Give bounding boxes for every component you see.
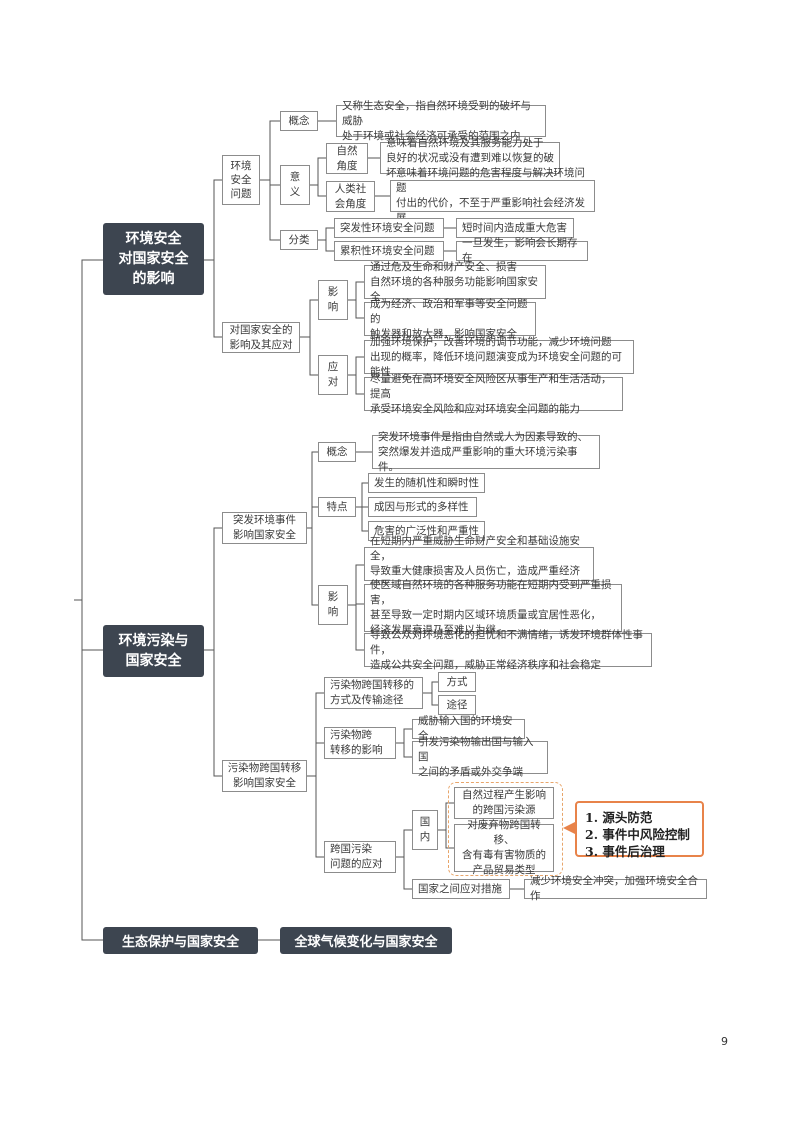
features-node: 特点 (318, 497, 356, 517)
feature-item-2: 成因与形式的多样性 (368, 497, 477, 517)
cumulative-type-text: 一旦发生，影响会长期存在 (456, 237, 588, 264)
feature-item-1: 发生的随机性和瞬时性 (368, 473, 485, 493)
influence-node: 影 响 (318, 280, 348, 320)
effect-item-2: 引发污染物输出国与输入国 之间的矛盾或外交争端 (412, 736, 548, 778)
cumulative-type-node: 累积性环境安全问题 (334, 241, 444, 261)
concept-text: 又称生态安全，指自然环境受到的破坏与威胁 处于环境或社会经济可承受的范围之内 (336, 100, 546, 142)
social-angle-text: 意味着环境问题的危害程度与解决环境问题 付出的代价，不至于严重影响社会经济发展 (390, 167, 595, 224)
sudden-event-node: 突发环境事件 影响国家安全 (222, 512, 307, 544)
sudden-concept-node: 概念 (318, 442, 356, 462)
callout-pointer (563, 822, 575, 834)
domestic-node: 国 内 (412, 810, 438, 850)
topic-climate: 全球气候变化与国家安全 (280, 927, 452, 954)
page-number: 9 (721, 1035, 728, 1048)
transfer-node: 污染物跨国转移 影响国家安全 (222, 760, 307, 792)
topic-env-safety: 环境安全 对国家安全 的影响 (103, 223, 204, 295)
mode-item-method: 方式 (438, 672, 476, 692)
transfer-effect-node: 污染物跨 转移的影响 (324, 727, 396, 759)
effect-item-1: 威胁输入国的环境安全 (412, 715, 525, 742)
sudden-concept-text: 突发环境事件是指由自然或人为因素导致的、 突然爆发并造成严重影响的重大环境污染事… (372, 431, 600, 473)
sudden-impact-item-1: 在短期内严重威胁生命财产安全和基础设施安全， 导致重大健康损害及人员伤亡，造成严… (364, 535, 594, 592)
response-item-1: 加强环境保护，改善环境的调节功能，减少环境问题 出现的概率，降低环境问题演变成为… (364, 336, 634, 378)
concept-node: 概念 (280, 111, 318, 131)
sudden-impact-node: 影 响 (318, 585, 348, 625)
callout-item-2: 2. 事件中风险控制 (585, 827, 690, 842)
domestic-item-2: 对废弃物跨国转移、 含有毒有害物质的 产品贸易类型 (454, 819, 554, 876)
topic-eco: 生态保护与国家安全 (103, 927, 258, 954)
influence-item-2: 成为经济、政治和军事等安全问题的 触发器和放大器，影响国家安全 (364, 298, 536, 340)
transfer-mode-node: 污染物跨国转移的 方式及传输途径 (324, 677, 423, 709)
callout-item-1: 1. 源头防范 (585, 810, 653, 825)
response-node: 应 对 (318, 355, 348, 395)
national-impact-node: 对国家安全的 影响及其应对 (222, 322, 300, 353)
callout-item-3: 3. 事件后治理 (585, 844, 665, 859)
transfer-response-node: 跨国污染 问题的应对 (324, 841, 396, 873)
domestic-item-1: 自然过程产生影响 的跨国污染源 (454, 787, 554, 819)
sudden-type-node: 突发性环境安全问题 (334, 218, 444, 238)
international-node: 国家之间应对措施 (412, 879, 510, 899)
social-angle-node: 人类社 会角度 (326, 181, 375, 212)
types-node: 分类 (280, 230, 318, 250)
response-item-2: 尽量避免在高环境安全风险区从事生产和生活活动，提高 承受环境安全风险和应对环境安… (364, 373, 623, 415)
feature-item-3: 危害的广泛性和严重性 (368, 521, 485, 541)
sudden-type-text: 短时间内造成重大危害 (456, 218, 574, 238)
env-issue-node: 环境 安全 问题 (222, 155, 260, 205)
mode-item-path: 途径 (438, 695, 476, 715)
domestic-group-frame (448, 782, 563, 876)
natural-angle-node: 自然 角度 (326, 143, 368, 174)
influence-item-1: 通过危及生命和财产安全、损害 自然环境的各种服务功能影响国家安全 (364, 261, 546, 303)
international-text: 减少环境安全冲突，加强环境安全合作 (524, 875, 707, 902)
sudden-impact-item-3: 导致公众对环境恶化的担忧和不满情绪，诱发环境群体性事件， 造成公共安全问题，威胁… (364, 629, 652, 671)
meaning-node: 意 义 (280, 165, 310, 205)
sudden-impact-item-2: 使区域自然环境的各种服务功能在短期内受到严重损害， 甚至导致一定时期内区域环境质… (364, 579, 622, 636)
measures-callout: 1. 源头防范 2. 事件中风险控制 3. 事件后治理 (575, 801, 704, 859)
topic-pollution: 环境污染与 国家安全 (103, 625, 204, 677)
natural-angle-text: 意味着自然环境及其服务能力处于 良好的状况或没有遭到难以恢复的破坏 (380, 137, 560, 179)
